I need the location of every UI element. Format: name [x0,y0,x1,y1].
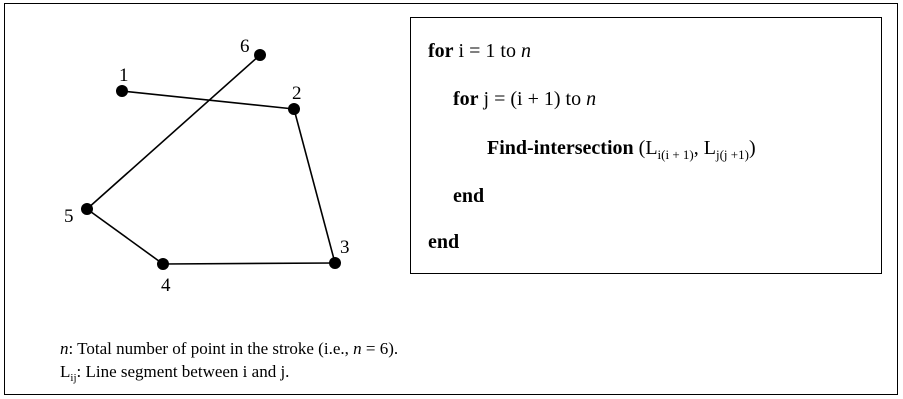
node-3 [329,257,341,269]
node-label-5: 5 [64,206,74,227]
edge-3-4 [162,262,336,265]
note-n-definition: n: Total number of point in the stroke (… [60,337,398,360]
stroke-graph: 1 2 3 4 5 6 [64,36,350,296]
node-label-3: 3 [340,237,350,258]
edge-4-5 [86,208,164,265]
loop-var-n-outer: n [520,40,531,62]
loop-range-inner: j = (i + 1) to [478,88,587,110]
node-6 [254,49,266,61]
node-5 [81,203,93,215]
note-l-letter: L [60,362,71,381]
keyword-end-inner: end [453,185,485,207]
note-n-var-2: n [353,339,362,358]
loop-range-outer: i = 1 to [453,40,521,62]
node-label-1: 1 [119,65,129,86]
figure-frame [4,3,898,395]
node-4 [157,258,169,270]
note-l-definition: Lij: Line segment between i and j. [60,360,398,386]
arg1-subscript: i(i + 1) [657,147,694,162]
legend-notes: n: Total number of point in the stroke (… [60,337,398,386]
node-1 [116,85,128,97]
graph-nodes [81,49,341,270]
code-line-3: Find-intersection (Li(i + 1), Lj(j +1)) [487,136,756,162]
code-line-4: end [453,184,484,208]
keyword-end-outer: end [428,231,460,253]
arg2-subscript: j(j +1) [715,147,749,162]
keyword-for-inner: for [453,88,479,110]
note-n-text-2: = 6). [361,339,399,358]
function-name: Find-intersection [487,137,634,159]
code-line-1: for i = 1 to n [428,39,531,63]
edge-1-2 [121,90,295,110]
graph-edges [86,54,336,265]
node-label-2: 2 [292,83,302,104]
node-2 [288,103,300,115]
note-l-text: : Line segment between i and j. [76,362,290,381]
node-label-4: 4 [161,275,171,296]
pseudocode-box: for i = 1 to n for j = (i + 1) to n Find… [410,17,882,274]
node-label-6: 6 [240,36,250,57]
note-n-text-1: : Total number of point in the stroke (i… [68,339,354,358]
args-close: ) [748,137,756,159]
graph-labels: 1 2 3 4 5 6 [64,36,350,296]
note-n-var: n [60,339,69,358]
code-line-5: end [428,230,459,254]
keyword-for-outer: for [428,40,454,62]
code-line-2: for j = (i + 1) to n [453,87,596,111]
args-open: (L [633,137,658,159]
edge-5-6 [86,54,261,210]
note-l-subscript: ij [70,372,77,384]
edge-2-3 [293,108,336,264]
args-separator: , L [693,137,716,159]
loop-var-n-inner: n [586,88,597,110]
